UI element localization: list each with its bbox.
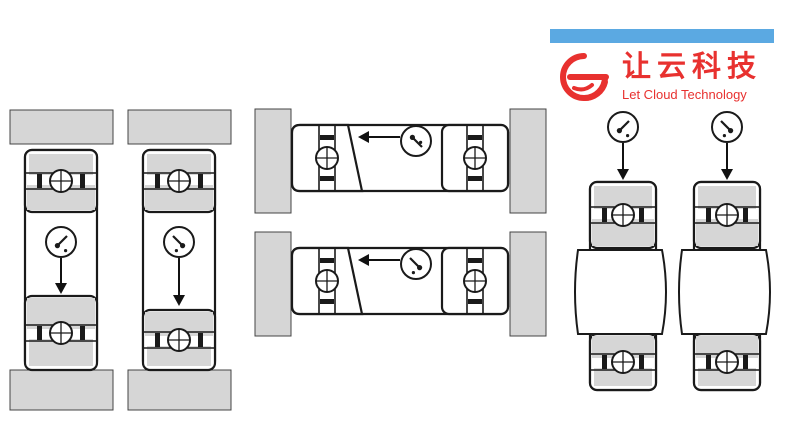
seal <box>198 174 203 188</box>
ball-icon <box>715 350 739 374</box>
seal <box>155 174 160 188</box>
housing-block <box>127 109 232 145</box>
seal <box>468 135 482 140</box>
seal <box>320 135 334 140</box>
dial-indicator-icon <box>163 226 195 258</box>
bearing-section <box>588 180 658 250</box>
housing-block <box>509 108 547 214</box>
seal <box>602 208 607 222</box>
bearing-section <box>588 332 658 392</box>
bearing-section <box>23 148 99 214</box>
seal <box>468 299 482 304</box>
ball-icon <box>315 269 339 293</box>
ball-icon <box>463 146 487 170</box>
seal <box>706 355 711 369</box>
bearing-section <box>440 246 510 316</box>
bearing-section <box>440 123 510 193</box>
ball-icon <box>611 203 635 227</box>
housing-block <box>254 231 292 337</box>
arrow-icon <box>358 254 400 266</box>
seal <box>468 258 482 263</box>
housing-block <box>9 109 114 145</box>
ball-icon <box>715 203 739 227</box>
housing-block <box>254 108 292 214</box>
bearing-section <box>141 308 217 372</box>
seal <box>743 355 748 369</box>
arrow-icon <box>721 143 733 180</box>
dial-indicator-icon <box>400 248 432 280</box>
seal <box>80 326 85 340</box>
seal <box>639 355 644 369</box>
seal <box>80 174 85 188</box>
ball-icon <box>49 321 73 345</box>
seal <box>639 208 644 222</box>
seal <box>320 299 334 304</box>
ball-icon <box>611 350 635 374</box>
ball-icon <box>315 146 339 170</box>
seal <box>37 326 42 340</box>
arrow-icon <box>617 143 629 180</box>
arrow-icon <box>55 258 67 294</box>
seal <box>320 258 334 263</box>
bearing-section <box>290 246 364 316</box>
seal <box>468 176 482 181</box>
brand-name-cn: 让云科技 <box>622 49 763 83</box>
arrow-icon <box>173 258 185 306</box>
shaft <box>574 249 667 335</box>
ball-icon <box>463 269 487 293</box>
ball-icon <box>167 328 191 352</box>
arrow-icon <box>358 131 400 143</box>
dial-indicator-icon <box>45 226 77 258</box>
swirl-logo-icon <box>560 53 609 101</box>
bearing-section <box>692 332 762 392</box>
seal <box>743 208 748 222</box>
seal <box>320 176 334 181</box>
bearing-section <box>692 180 762 250</box>
bearing-section <box>141 148 217 214</box>
seal <box>198 333 203 347</box>
brand-name-en: Let Cloud Technology <box>622 87 747 102</box>
housing-block <box>9 369 114 411</box>
seal <box>602 355 607 369</box>
bearing-section <box>290 123 364 193</box>
seal <box>706 208 711 222</box>
housing-block <box>509 231 547 337</box>
housing-block <box>127 369 232 411</box>
brand-bar <box>550 29 774 43</box>
dial-indicator-icon <box>607 111 639 143</box>
ball-icon <box>167 169 191 193</box>
dial-indicator-icon <box>400 125 432 157</box>
dial-indicator-icon <box>711 111 743 143</box>
bearing-section <box>23 294 99 372</box>
seal <box>37 174 42 188</box>
ball-icon <box>49 169 73 193</box>
shaft <box>678 249 771 335</box>
seal <box>155 333 160 347</box>
